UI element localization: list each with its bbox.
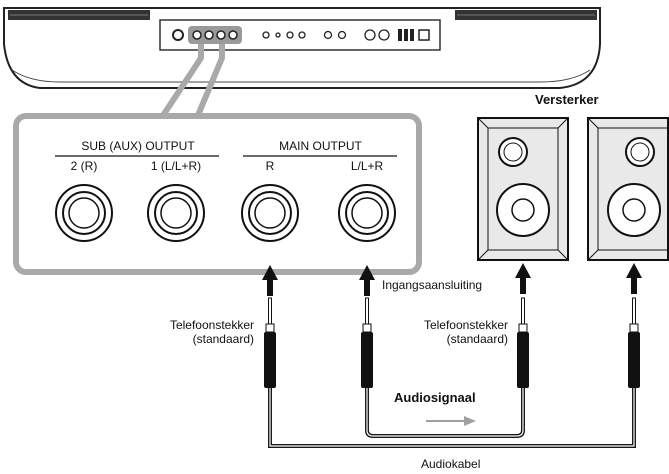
- jack-sub1-label: 1 (L/L+R): [150, 159, 202, 173]
- signal-direction-arrow: [426, 416, 476, 426]
- phone-plug-label-left: Telefoonstekker (standaard): [146, 318, 254, 346]
- output-jacks-highlight: [188, 26, 242, 44]
- keyboard-instrument: [3, 7, 601, 89]
- speaker-left: [477, 117, 569, 261]
- phone-plug-left-line2: (standaard): [192, 332, 254, 346]
- phone-plug-right-line1: Telefoonstekker: [423, 318, 508, 332]
- input-jack-label: Ingangsaansluiting: [382, 278, 483, 292]
- main-output-title: MAIN OUTPUT: [279, 139, 362, 153]
- audio-cable-label: Audiokabel: [421, 457, 481, 471]
- connection-arrows: [262, 263, 642, 296]
- phone-plug-right-line2: (standaard): [446, 332, 508, 346]
- jack-main-l-label: L/L+R: [350, 159, 384, 173]
- phone-plugs: [264, 297, 640, 388]
- jack-sub-2: [55, 184, 113, 242]
- audio-signal-label: Audiosignaal: [394, 390, 476, 405]
- output-panel: [13, 113, 422, 275]
- jack-main-r-label: R: [265, 159, 275, 173]
- amplifier-label: Versterker: [535, 92, 599, 107]
- phone-plug-label-right: Telefoonstekker (standaard): [400, 318, 508, 346]
- sub-output-title: SUB (AUX) OUTPUT: [81, 139, 195, 153]
- jack-sub2-label: 2 (R): [70, 159, 98, 173]
- power-socket-icon: [172, 29, 184, 41]
- jack-sub-1: [147, 184, 205, 242]
- jack-main-l: [338, 184, 396, 242]
- jack-main-r: [241, 184, 299, 242]
- phone-plug-left-line1: Telefoonstekker: [169, 318, 254, 332]
- speaker-right: [587, 117, 669, 261]
- audio-cables: [268, 388, 636, 448]
